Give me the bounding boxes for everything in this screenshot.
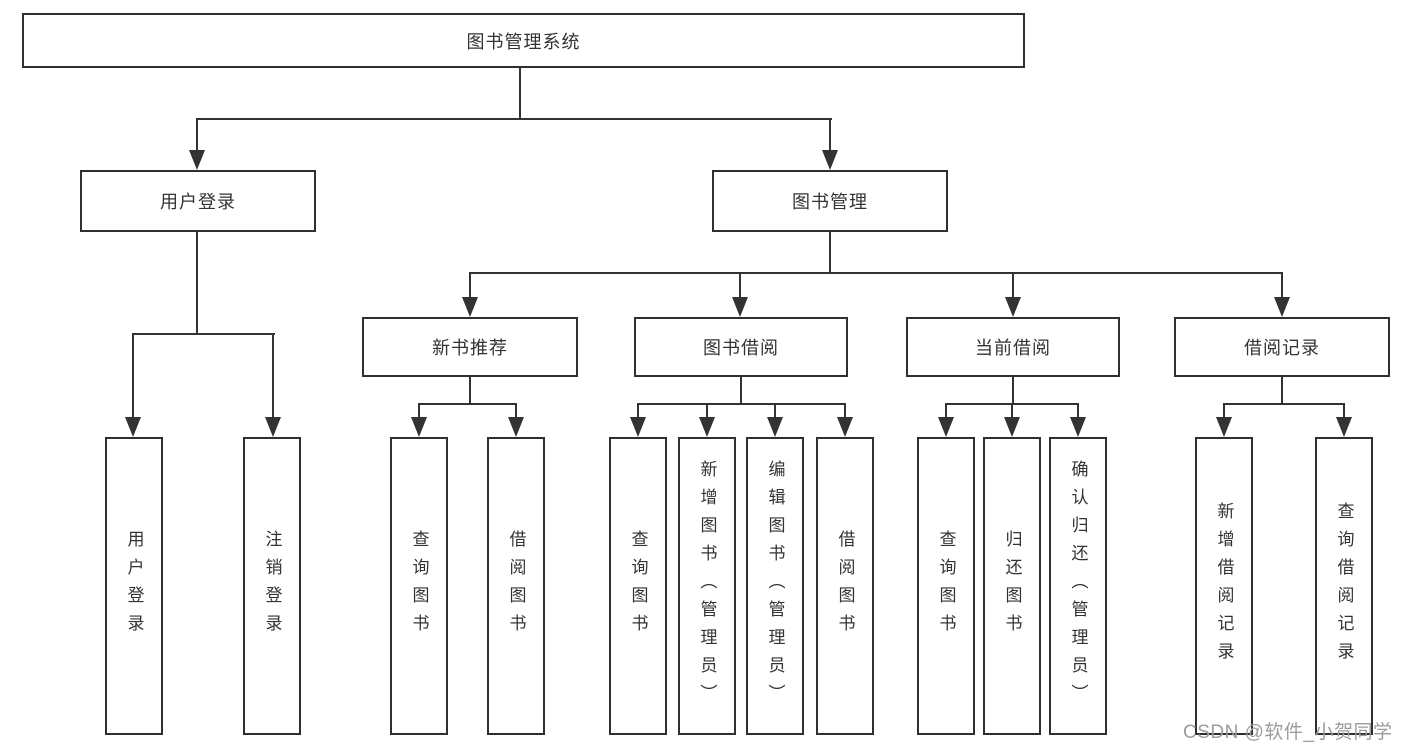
leaf-current-query-label: 查询图书: [936, 530, 956, 642]
node-new-book-label: 新书推荐: [432, 338, 508, 358]
connector-line: [469, 272, 471, 299]
node-book-mgmt-branch: 图书管理: [712, 170, 948, 232]
arrowhead-icon: [265, 417, 281, 437]
arrowhead-icon: [1070, 417, 1086, 437]
leaf-borrow-edit-admin: 编辑图书（管理员）: [746, 437, 804, 735]
node-borrow-record-label: 借阅记录: [1244, 338, 1320, 358]
node-user-login-branch: 用户登录: [80, 170, 316, 232]
node-new-book-branch: 新书推荐: [362, 317, 578, 377]
leaf-borrow-borrow-label: 借阅图书: [835, 530, 855, 642]
connector-line: [706, 403, 708, 419]
leaf-user-login: 用户登录: [105, 437, 163, 735]
arrowhead-icon: [1336, 417, 1352, 437]
arrowhead-icon: [189, 150, 205, 170]
connector-line: [1012, 272, 1014, 299]
node-user-login-label: 用户登录: [160, 192, 236, 212]
connector-line: [844, 403, 846, 419]
connector-line: [740, 377, 742, 405]
leaf-newbook-borrow-label: 借阅图书: [506, 530, 526, 642]
connector-line: [1011, 403, 1013, 419]
leaf-borrow-query: 查询图书: [609, 437, 667, 735]
connector-line: [1223, 403, 1345, 405]
connector-line: [1012, 377, 1014, 405]
connector-line: [196, 118, 198, 152]
arrowhead-icon: [938, 417, 954, 437]
connector-line: [469, 272, 1283, 274]
arrowhead-icon: [411, 417, 427, 437]
connector-line: [1223, 403, 1225, 419]
arrowhead-icon: [462, 297, 478, 317]
leaf-borrow-add-admin: 新增图书（管理员）: [678, 437, 736, 735]
connector-line: [515, 403, 517, 419]
connector-line: [196, 118, 832, 120]
leaf-newbook-query: 查询图书: [390, 437, 448, 735]
arrowhead-icon: [837, 417, 853, 437]
connector-line: [1281, 272, 1283, 299]
connector-line: [196, 232, 198, 335]
arrowhead-icon: [1274, 297, 1290, 317]
connector-line: [637, 403, 639, 419]
leaf-newbook-query-label: 查询图书: [409, 530, 429, 642]
leaf-record-query-label: 查询借阅记录: [1334, 502, 1354, 670]
connector-line: [945, 403, 947, 419]
arrowhead-icon: [767, 417, 783, 437]
node-book-mgmt-label: 图书管理: [792, 192, 868, 212]
connector-line: [1281, 377, 1283, 405]
leaf-newbook-borrow: 借阅图书: [487, 437, 545, 735]
connector-line: [739, 272, 741, 299]
arrowhead-icon: [822, 150, 838, 170]
node-root: 图书管理系统: [22, 13, 1025, 68]
leaf-current-return-label: 归还图书: [1002, 530, 1022, 642]
node-book-borrow-branch: 图书借阅: [634, 317, 848, 377]
arrowhead-icon: [508, 417, 524, 437]
arrowhead-icon: [732, 297, 748, 317]
arrowhead-icon: [630, 417, 646, 437]
connector-line: [1343, 403, 1345, 419]
node-current-borrow-branch: 当前借阅: [906, 317, 1120, 377]
leaf-current-query: 查询图书: [917, 437, 975, 735]
arrowhead-icon: [1005, 297, 1021, 317]
connector-line: [272, 333, 274, 419]
connector-line: [1077, 403, 1079, 419]
leaf-current-confirm-admin: 确认归还（管理员）: [1049, 437, 1107, 735]
leaf-borrow-borrow: 借阅图书: [816, 437, 874, 735]
arrowhead-icon: [125, 417, 141, 437]
leaf-record-query: 查询借阅记录: [1315, 437, 1373, 735]
leaf-current-return: 归还图书: [983, 437, 1041, 735]
arrowhead-icon: [1004, 417, 1020, 437]
leaf-borrow-add-admin-label: 新增图书（管理员）: [697, 460, 717, 712]
arrowhead-icon: [699, 417, 715, 437]
node-book-borrow-label: 图书借阅: [703, 338, 779, 358]
leaf-borrow-edit-admin-label: 编辑图书（管理员）: [765, 460, 785, 712]
connector-line: [829, 118, 831, 152]
connector-line: [469, 377, 471, 405]
connector-line: [829, 232, 831, 274]
leaf-borrow-query-label: 查询图书: [628, 530, 648, 642]
leaf-logout: 注销登录: [243, 437, 301, 735]
node-current-borrow-label: 当前借阅: [975, 338, 1051, 358]
leaf-record-add-label: 新增借阅记录: [1214, 502, 1234, 670]
leaf-logout-label: 注销登录: [262, 530, 282, 642]
connector-line: [418, 403, 517, 405]
node-root-label: 图书管理系统: [466, 31, 581, 52]
connector-line: [519, 68, 521, 119]
leaf-current-confirm-admin-label: 确认归还（管理员）: [1068, 460, 1088, 712]
connector-line: [774, 403, 776, 419]
connector-line: [418, 403, 420, 419]
connector-line: [132, 333, 275, 335]
leaf-record-add: 新增借阅记录: [1195, 437, 1253, 735]
arrowhead-icon: [1216, 417, 1232, 437]
node-borrow-record-branch: 借阅记录: [1174, 317, 1390, 377]
connector-line: [637, 403, 846, 405]
leaf-user-login-label: 用户登录: [124, 530, 144, 642]
csdn-watermark: CSDN @软件_小贺同学: [1183, 722, 1393, 743]
connector-line: [132, 333, 134, 419]
